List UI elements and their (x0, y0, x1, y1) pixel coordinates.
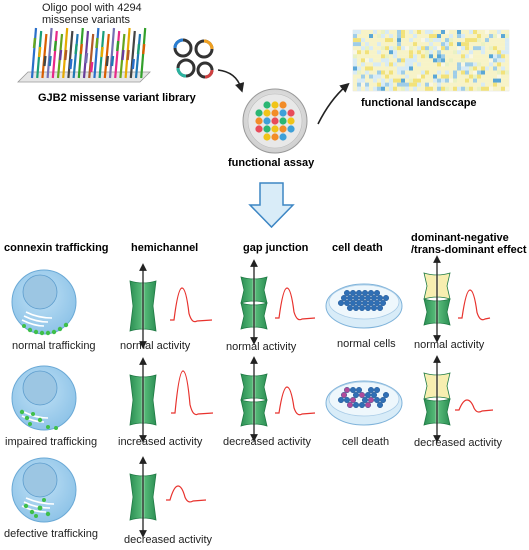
arrow-assay-to-landscape (317, 82, 350, 125)
col-title-dominant-1: dominant-negative (411, 232, 509, 244)
label-hemi-normal: normal activity (120, 340, 191, 352)
library-label: GJB2 missense variant library (38, 92, 196, 104)
dish-cell-death (325, 380, 403, 426)
label-dom-normal: normal activity (414, 339, 485, 351)
assay-label: functional assay (228, 157, 315, 169)
landscape-label: functional landsccape (361, 97, 477, 109)
assay-plate (242, 88, 308, 154)
col-title-cell-death: cell death (332, 242, 383, 254)
label-cell-death: cell death (342, 436, 390, 448)
down-arrow (248, 182, 295, 229)
trafficking-cell-defective (11, 457, 77, 523)
oligo-pool-label: Oligo pool with 4294 (42, 2, 142, 14)
plasmid-icons (173, 38, 214, 79)
label-hemi-increased: increased activity (118, 436, 203, 448)
label-normal-cells: normal cells (337, 338, 396, 350)
col-title-gap-junction: gap junction (243, 242, 309, 254)
label-defective-trafficking: defective trafficking (4, 528, 98, 540)
label-impaired-trafficking: impaired trafficking (5, 436, 98, 448)
col-title-trafficking: connexin trafficking (4, 242, 109, 254)
col-title-dominant-2: /trans-dominant effect (411, 244, 527, 256)
trafficking-cell-normal (11, 269, 77, 336)
functional-landscape-heatmap (352, 29, 510, 92)
dish-normal-cells (325, 283, 403, 329)
trafficking-cell-impaired (11, 365, 77, 431)
label-gj-decreased: decreased activity (223, 436, 312, 448)
col-title-hemichannel: hemichannel (131, 242, 199, 254)
label-gj-normal: normal activity (226, 341, 297, 353)
oligo-library-illustration (17, 27, 151, 83)
arrow-library-to-assay (217, 69, 245, 93)
oligo-pool-label-2: missense variants (42, 14, 131, 26)
label-normal-trafficking: normal trafficking (12, 340, 96, 352)
